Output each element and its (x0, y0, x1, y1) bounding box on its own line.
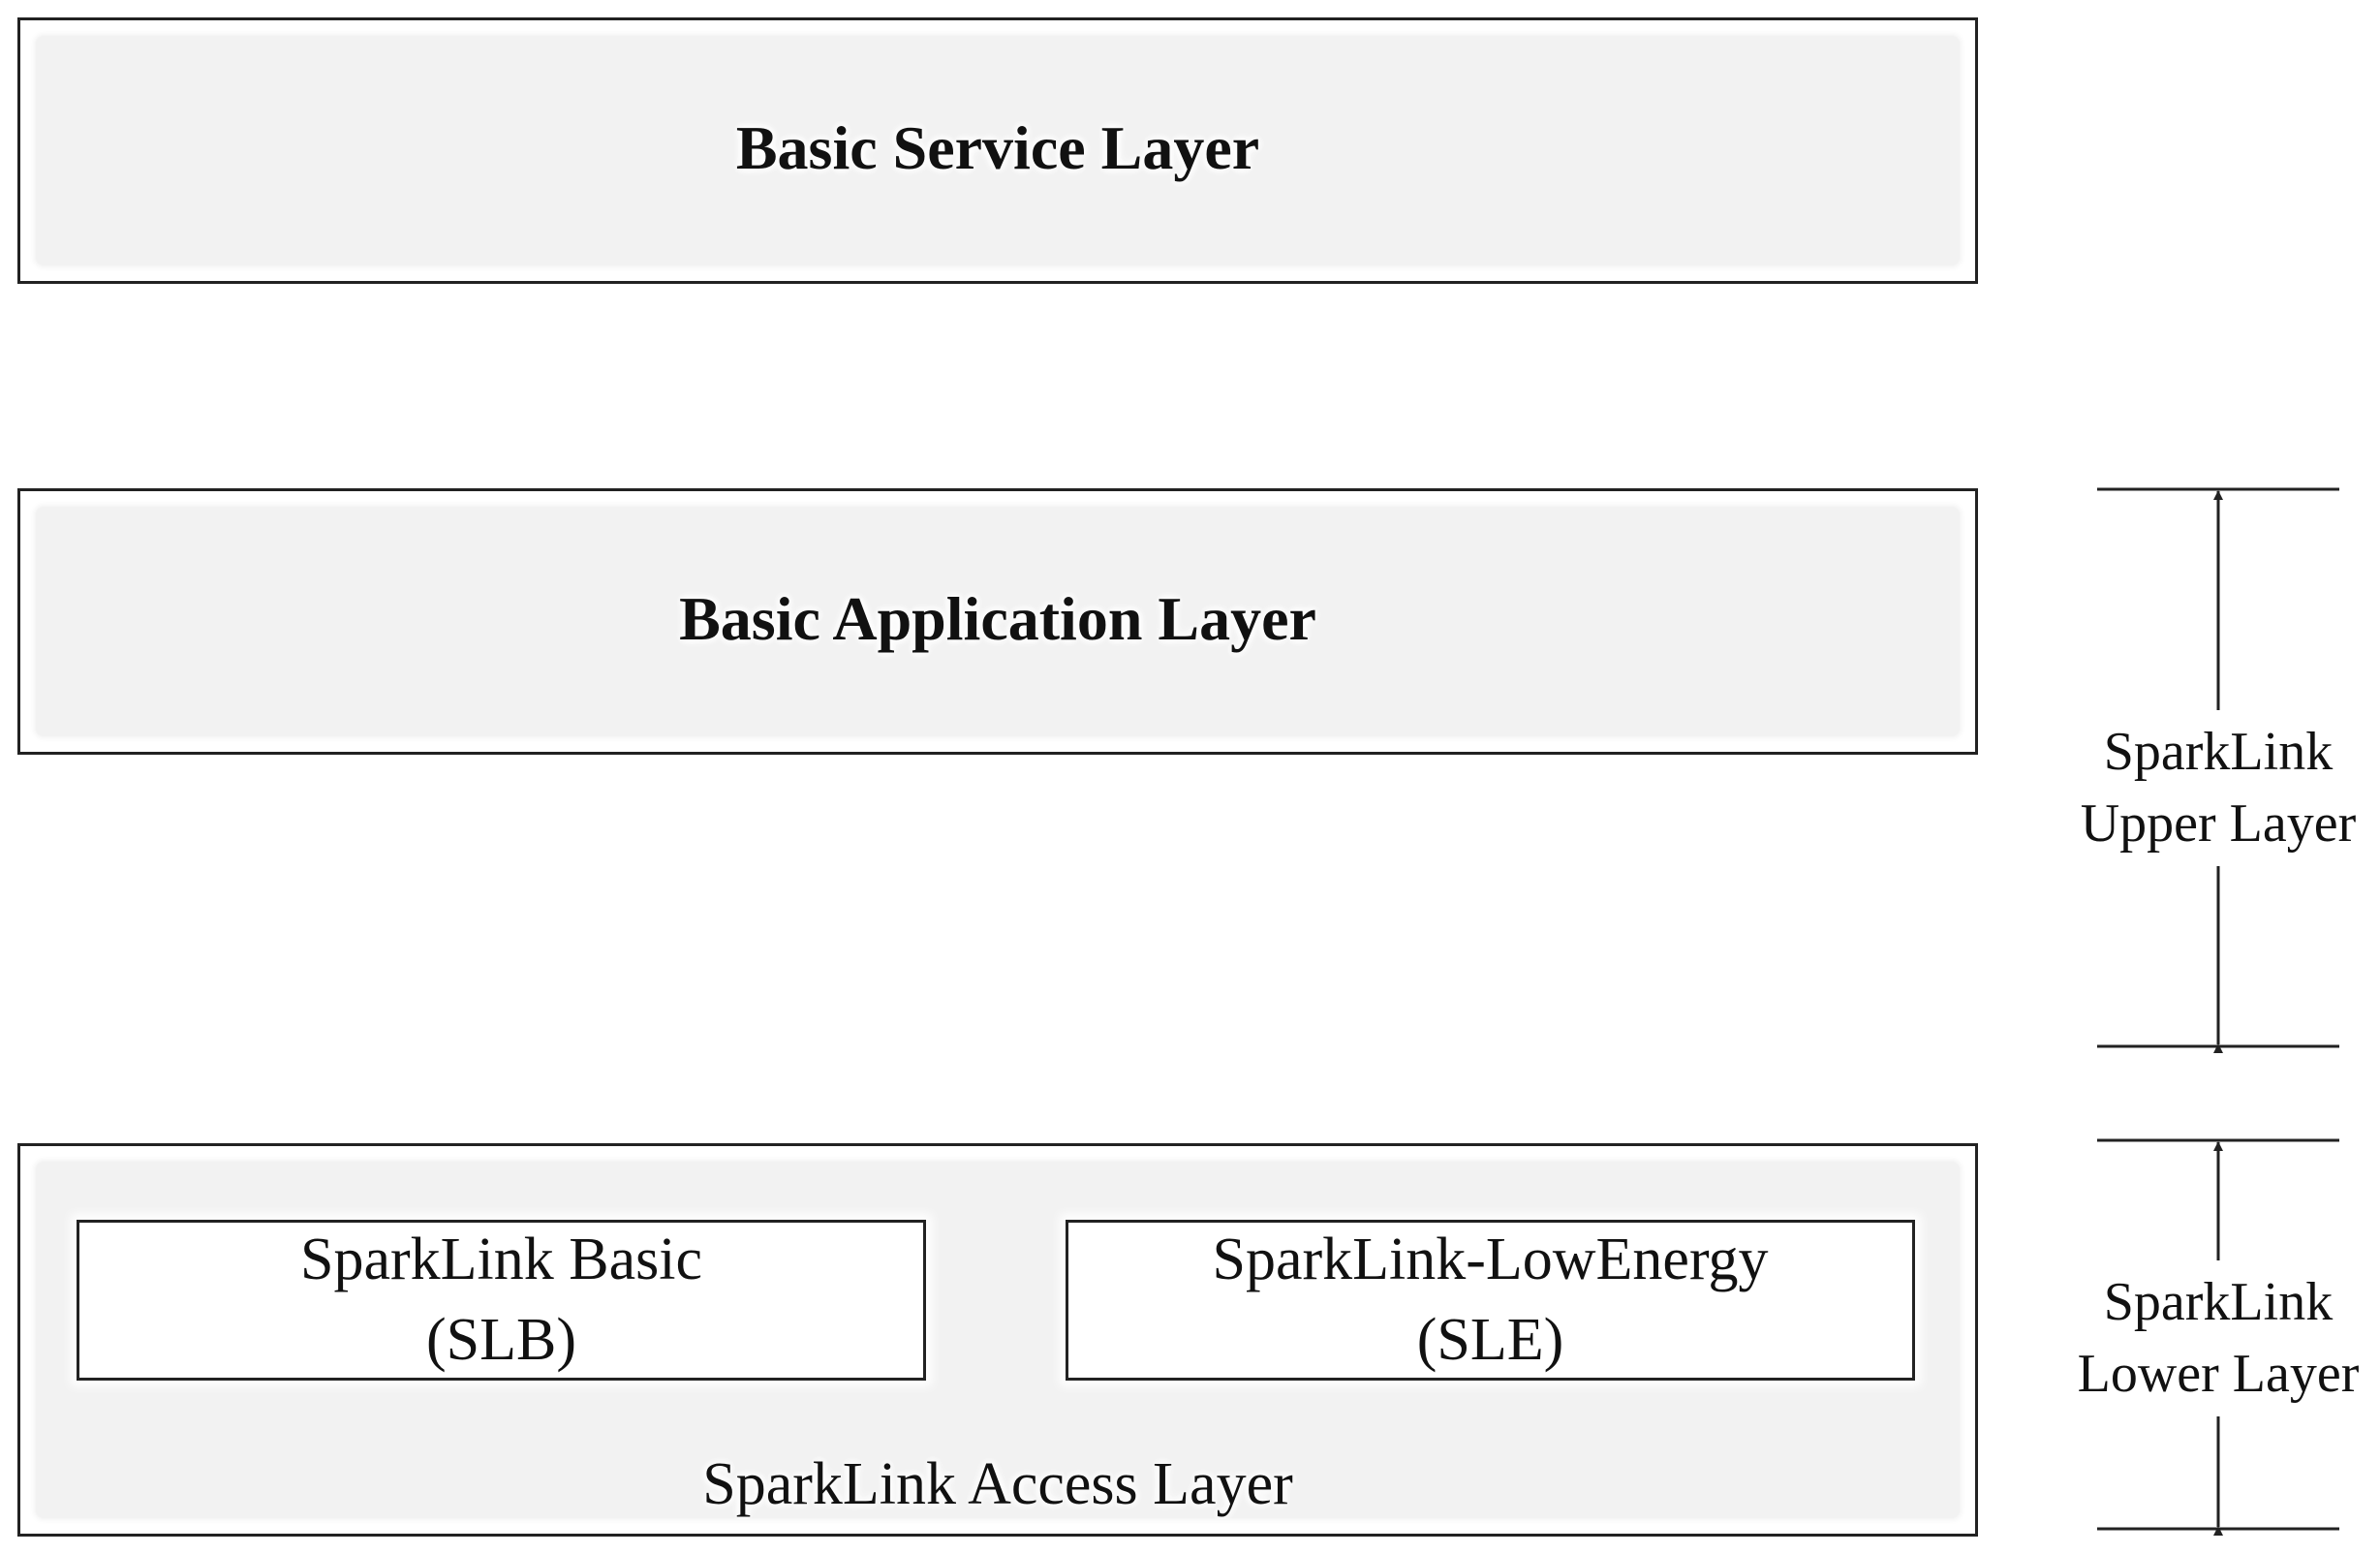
sparklink-lower-layer-label: SparkLink Lower Layer (2058, 1260, 2378, 1416)
basic-service-layer-box: Basic Service Layer (17, 17, 1978, 284)
sle-abbreviation: (SLE) (1416, 1307, 1564, 1373)
basic-application-layer-title: Basic Application Layer (679, 584, 1316, 653)
basic-application-layer-box: Basic Application Layer (17, 488, 1978, 755)
basic-service-layer-title: Basic Service Layer (735, 113, 1260, 182)
sle-box: SparkLink-LowEnergy (SLE) (1066, 1220, 1915, 1381)
upper-label-line2: Upper Layer (2080, 793, 2357, 855)
basic-application-layer-fill (36, 507, 1960, 736)
sparklink-upper-layer-label: SparkLink Upper Layer (2058, 710, 2378, 866)
basic-service-layer-fill (36, 36, 1960, 265)
slb-name: SparkLink Basic (300, 1226, 702, 1292)
sparklink-access-layer-box: SparkLink Basic (SLB) SparkLink-LowEnerg… (17, 1143, 1978, 1537)
slb-abbreviation: (SLB) (426, 1307, 576, 1373)
sle-name: SparkLink-LowEnergy (1212, 1226, 1769, 1292)
upper-label-line1: SparkLink (2103, 722, 2334, 782)
slb-box: SparkLink Basic (SLB) (77, 1220, 926, 1381)
lower-label-line1: SparkLink (2103, 1272, 2334, 1332)
lower-label-line2: Lower Layer (2077, 1344, 2360, 1405)
sparklink-access-layer-title: SparkLink Access Layer (702, 1451, 1293, 1517)
